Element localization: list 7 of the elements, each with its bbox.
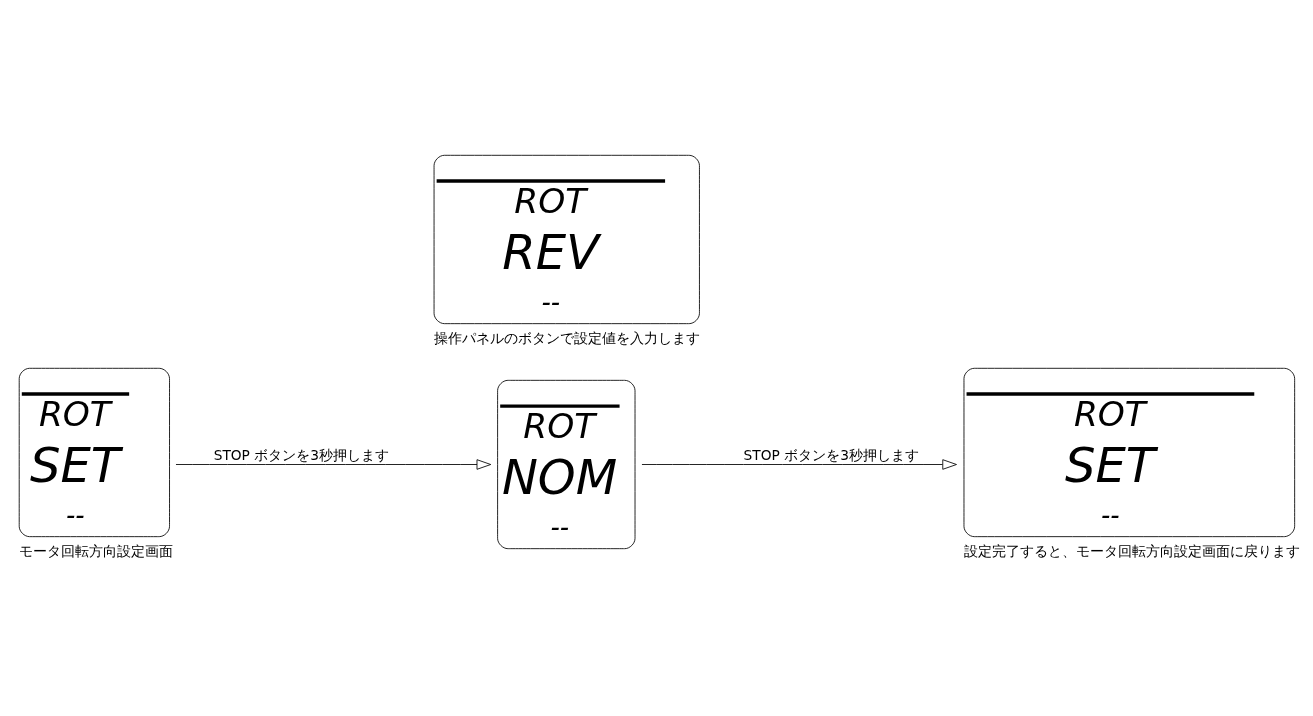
arrow xyxy=(641,459,957,470)
node-label: 操作パネルのボタンで設定値を入力します xyxy=(434,330,701,347)
arrow xyxy=(175,459,492,470)
edge-label: STOP ボタンを3秒押します xyxy=(213,447,390,464)
node-label: 設定完了すると、モータ回転方向設定画面に戻ります xyxy=(963,543,1300,560)
node-label: モータ回転方向設定画面 xyxy=(19,543,174,560)
edge-label: STOP ボタンを3秒押します xyxy=(743,447,919,464)
